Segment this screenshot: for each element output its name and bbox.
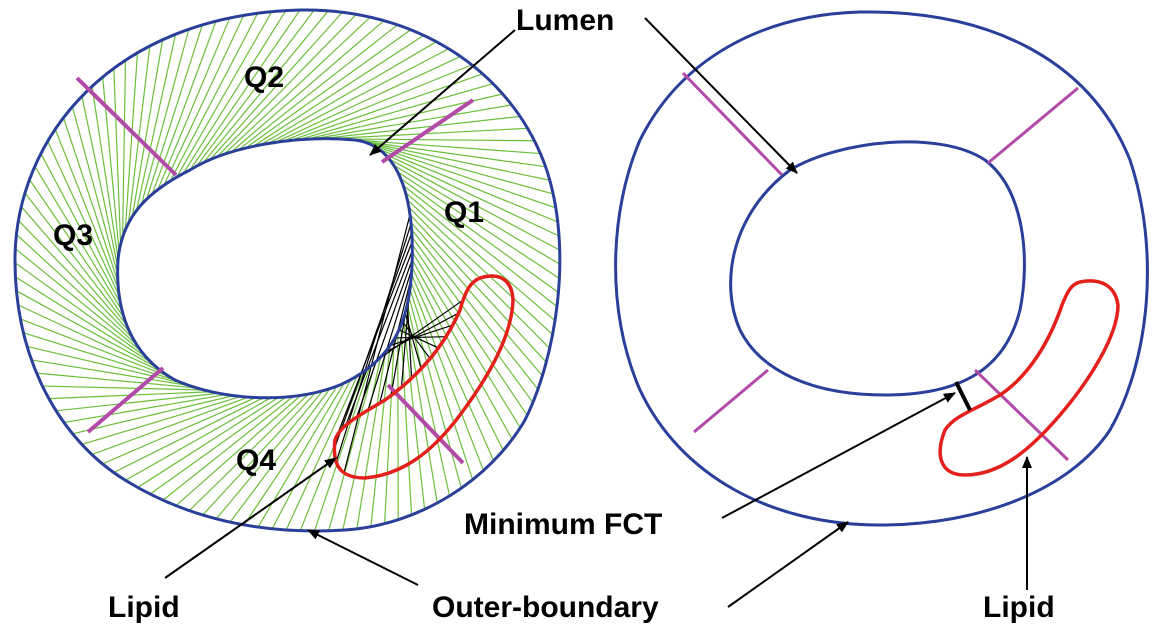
arrow-outer-boundary-left [308, 530, 418, 585]
radial-line [16, 291, 157, 368]
radial-line [350, 140, 546, 167]
radial-measurement-lines [15, 10, 560, 531]
quadrant-divider-lower-left [694, 370, 768, 432]
radial-line [365, 142, 553, 194]
fct-line [357, 260, 413, 418]
quadrant-divider-q2-q3 [77, 78, 176, 175]
quadrant-divider-lower-right [975, 370, 1068, 460]
radial-line [55, 129, 118, 289]
radial-line [177, 12, 272, 177]
radial-line [73, 396, 234, 434]
label-lumen: Lumen [516, 4, 614, 37]
lumen-contour-right [731, 142, 1025, 395]
quadrant-divider-q1-q2 [382, 100, 473, 162]
radial-line [123, 60, 126, 237]
minimum-fct-line [956, 382, 970, 410]
label-outer-boundary: Outer-boundary [432, 591, 659, 624]
arrow-lumen-left [370, 30, 515, 155]
label-q1: Q1 [444, 196, 484, 229]
label-minimum-fct: Minimum FCT [464, 508, 662, 541]
radial-line [15, 263, 146, 358]
radial-line [92, 397, 249, 454]
label-lipid-left: Lipid [108, 591, 180, 624]
label-lipid-right: Lipid [983, 591, 1055, 624]
radial-line [18, 305, 163, 372]
arrow-minimum-fct [722, 393, 955, 518]
radial-line [412, 230, 538, 390]
label-q4: Q4 [236, 444, 276, 477]
radial-line [410, 215, 546, 363]
outer-boundary-contour-right [616, 12, 1148, 525]
radial-line [385, 339, 395, 523]
right-cross-section [616, 12, 1148, 525]
radial-line [23, 333, 175, 380]
label-q2: Q2 [244, 61, 284, 94]
radial-line [268, 49, 449, 144]
radial-line [411, 282, 484, 471]
radial-line [114, 68, 121, 244]
radial-line [56, 393, 219, 411]
fct-line [395, 337, 446, 338]
radial-line [300, 372, 363, 531]
quadrant-divider-upper-left [683, 73, 782, 175]
radial-line [410, 289, 473, 479]
radial-line [412, 237, 533, 402]
radial-line [164, 15, 244, 185]
label-q3: Q3 [53, 219, 93, 252]
quadrant-divider-upper-right [988, 88, 1078, 163]
arrow-outer-boundary-right [728, 522, 848, 607]
text-labels: Lumen Q2 Q1 Q3 Q4 Minimum FCT Lipid Oute… [53, 4, 1055, 624]
radial-line [15, 277, 151, 363]
left-cross-section [15, 10, 560, 531]
